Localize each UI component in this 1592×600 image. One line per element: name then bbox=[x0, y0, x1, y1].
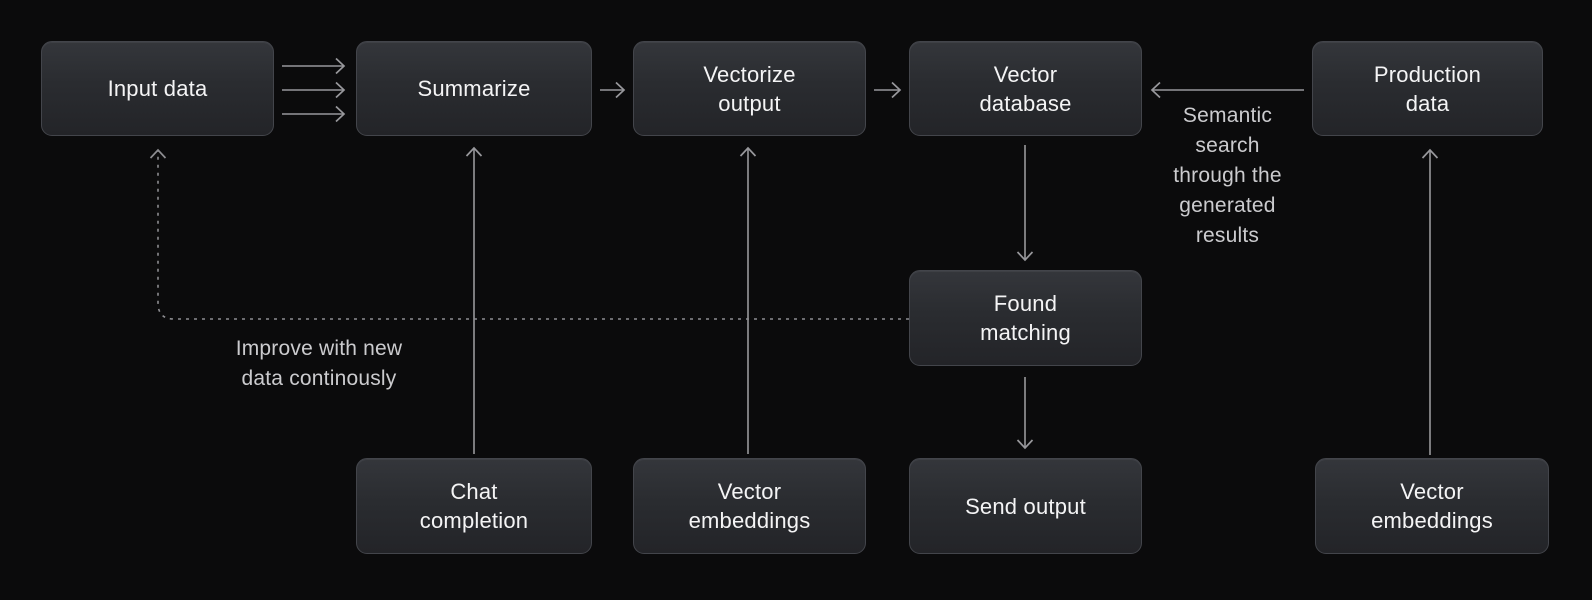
node-vectorize-output-label: Vectorize output bbox=[703, 61, 796, 116]
node-input-data-label: Input data bbox=[107, 76, 208, 101]
node-chat-completion: Chat completion bbox=[356, 458, 592, 554]
node-input-data: Input data bbox=[41, 41, 274, 136]
node-send-output-label: Send output bbox=[965, 493, 1086, 519]
node-production-data-label: Production data bbox=[1373, 61, 1482, 116]
node-vector-embeddings-right-label: Vector embeddings bbox=[1371, 479, 1493, 533]
improve-annotation: Improve with new data continously bbox=[235, 337, 403, 390]
node-summarize: Summarize bbox=[356, 41, 592, 136]
node-vector-embeddings-right: Vector embeddings bbox=[1315, 458, 1549, 554]
node-vector-embeddings-left: Vector embeddings bbox=[633, 458, 866, 554]
node-vectorize-output: Vectorize output bbox=[633, 41, 866, 136]
semantic-search-annotation: Semantic search through the generated re… bbox=[1173, 104, 1282, 247]
node-vector-database: Vector database bbox=[909, 41, 1142, 136]
arrow-found-to-input-feedback bbox=[149, 148, 909, 320]
node-found-matching: Found matching bbox=[909, 270, 1142, 366]
node-production-data: Production data bbox=[1312, 41, 1543, 136]
node-chat-completion-label: Chat completion bbox=[419, 479, 529, 533]
node-summarize-label: Summarize bbox=[417, 76, 531, 101]
node-vector-embeddings-left-label: Vector embeddings bbox=[688, 479, 811, 533]
node-send-output: Send output bbox=[909, 458, 1142, 554]
node-found-matching-label: Found matching bbox=[980, 291, 1071, 345]
node-vector-database-label: Vector database bbox=[979, 61, 1072, 116]
